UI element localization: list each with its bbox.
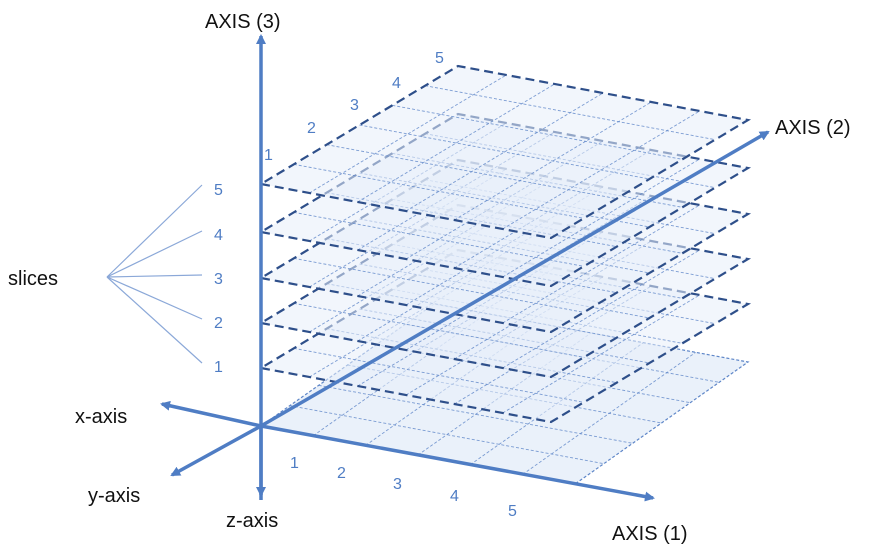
axis-1-tick-1: 1 [290, 455, 299, 472]
slice-plane-4-grid-line [293, 211, 584, 267]
axis-1-ticks: 1 2 3 4 5 [290, 455, 517, 520]
axis-2-tick-2: 2 [307, 120, 316, 137]
slice-plane-5-outline [257, 64, 752, 240]
slice-plane-5-grid-line [309, 74, 507, 194]
leader-line-2 [106, 276, 203, 320]
axes [160, 34, 770, 502]
slice-plane-5-grid-line [293, 163, 584, 219]
slice-plane-5 [257, 64, 752, 240]
slice-plane-5-grid-line [425, 85, 716, 141]
axis-2-tick-4: 4 [392, 75, 401, 92]
leader-line-4 [106, 230, 203, 278]
slices-leader-lines [106, 184, 203, 364]
slice-plane-5-grid-line [392, 104, 683, 160]
x-axis-label: x-axis [75, 406, 127, 428]
slice-number-2: 2 [214, 315, 223, 332]
axis-2-tick-1: 1 [264, 147, 273, 164]
axis-2-tick-3: 3 [350, 97, 359, 114]
leader-line-5 [106, 184, 203, 278]
axis-2-tick-5: 5 [435, 50, 444, 67]
axis-2-label: AXIS (2) [775, 117, 851, 139]
slices-label: slices [8, 268, 58, 290]
slice-numbers: 1 2 3 4 5 [214, 182, 223, 376]
axis-1-arrow [260, 424, 655, 502]
leader-line-1 [106, 276, 203, 364]
slice-number-5: 5 [214, 182, 223, 199]
y-axis-label: y-axis [88, 485, 140, 507]
axis-2-ticks: 1 2 3 4 5 [264, 50, 444, 164]
x-axis-arrow [160, 400, 262, 428]
slice-plane-2-grid-line [293, 302, 584, 358]
slice-number-4: 4 [214, 227, 223, 244]
slice-plane-5-grid-line [359, 124, 650, 180]
y-axis-arrow [170, 424, 262, 477]
axis-1-label: AXIS (1) [612, 523, 688, 545]
z-axis-label: z-axis [226, 510, 278, 532]
slice-number-1: 1 [214, 359, 223, 376]
slice-plane-5-grid-line [357, 83, 555, 203]
leader-line-3 [106, 274, 203, 278]
slice-number-3: 3 [214, 271, 223, 288]
slice-plane-1-grid-line [293, 347, 584, 403]
axis-2-arrow [260, 130, 770, 428]
axis-1-tick-3: 3 [393, 476, 402, 493]
axis-1-tick-2: 2 [337, 465, 346, 482]
axis-3-label: AXIS (3) [205, 11, 281, 33]
slice-planes [257, 64, 752, 485]
axis-1-tick-5: 5 [508, 503, 517, 520]
slice-plane-3-grid-line [293, 257, 584, 313]
slice-plane-base-grid-line [405, 323, 720, 383]
axis-1-tick-4: 4 [450, 488, 459, 505]
